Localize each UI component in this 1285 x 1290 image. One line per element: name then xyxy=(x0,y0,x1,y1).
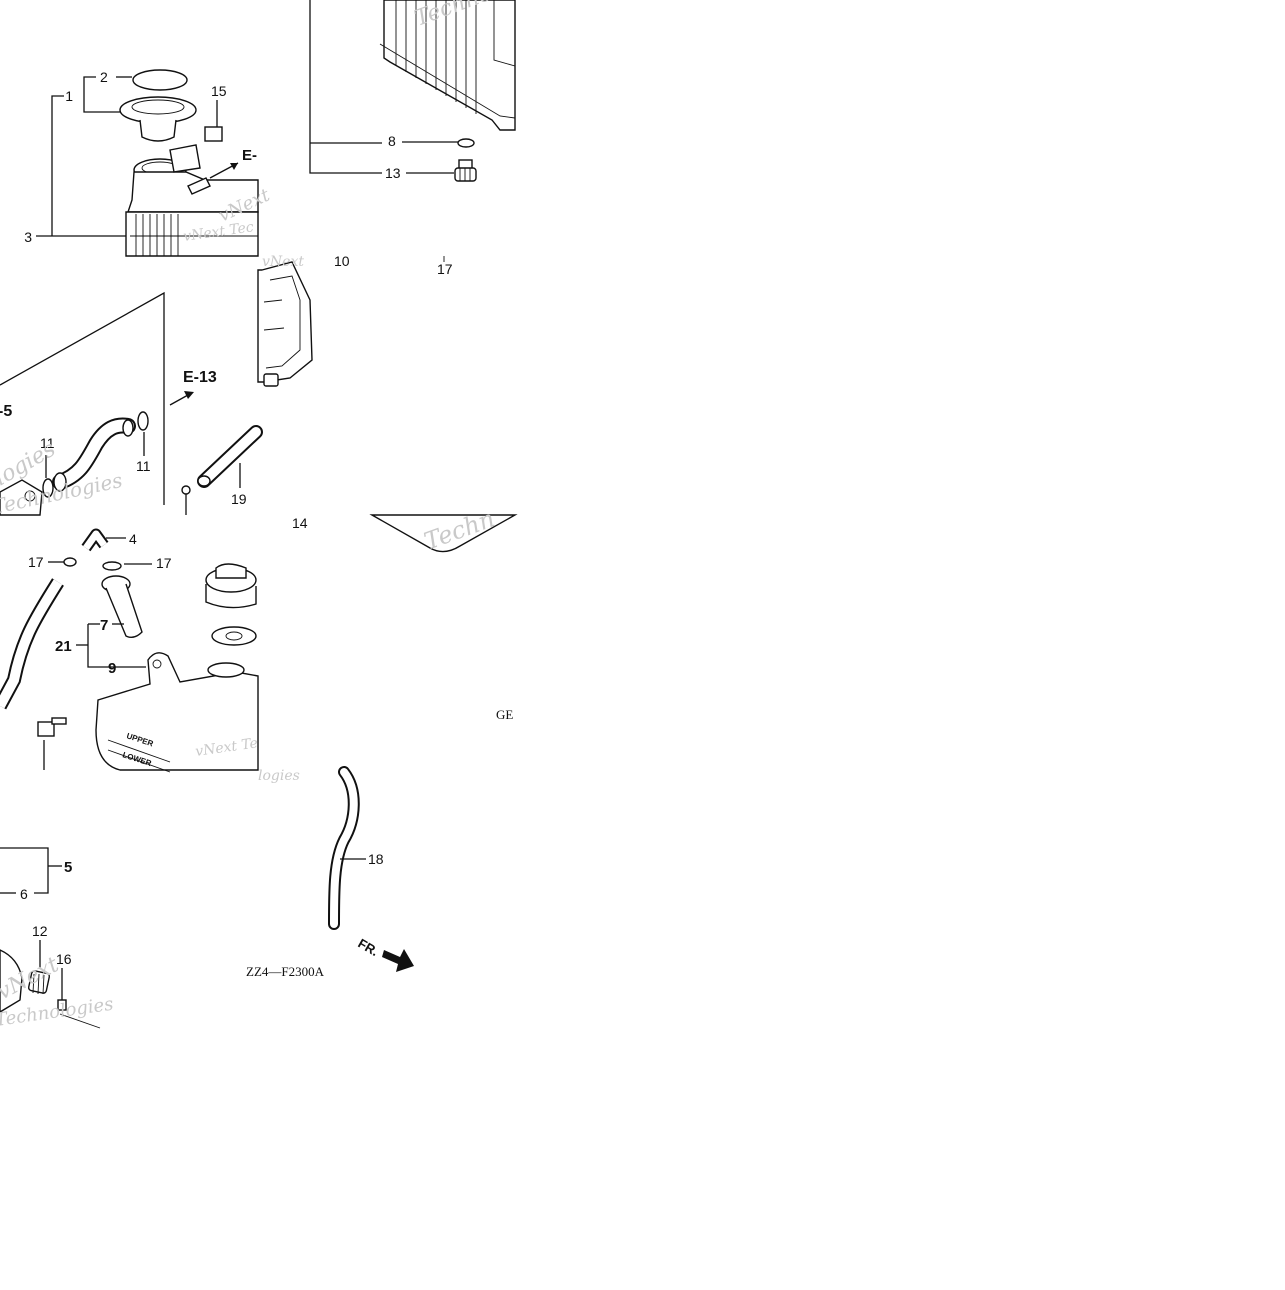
ref-e13: E-13 xyxy=(183,369,217,386)
callout-17a: 17 xyxy=(437,261,453,277)
callout-7: 7 xyxy=(100,617,108,634)
radiator-upper-tank-part-3 xyxy=(125,144,259,257)
callout-1: 1 xyxy=(65,88,73,104)
breather-tube-part-19 xyxy=(197,425,263,488)
callout-3: 3 xyxy=(24,229,32,245)
o-ring-part-11a xyxy=(42,478,54,498)
washer xyxy=(211,626,257,646)
o-ring-part-11b xyxy=(137,411,149,431)
callout-5: 5 xyxy=(64,859,72,876)
callout-21: 21 xyxy=(55,638,72,655)
overflow-tube-part-18 xyxy=(328,766,360,930)
washer-part-8 xyxy=(457,138,475,148)
tile-tank-bottom: 14 Techn xyxy=(292,504,518,556)
ref-e-top: E- xyxy=(242,147,257,164)
ref-e5: -5 xyxy=(0,403,12,420)
bolt xyxy=(37,717,67,770)
callout-4: 4 xyxy=(129,531,137,547)
reserve-tank-part-9: UPPER LOWER xyxy=(95,652,259,773)
tile-radiator-cap: 1 2 3 15 E- vNext Tec vNext xyxy=(24,69,274,257)
tile-drain-parts: 5 6 12 16 vNext Technologies xyxy=(0,847,115,1031)
callout-17b: 17 xyxy=(28,554,44,570)
callout-10: 10 xyxy=(334,253,350,269)
callout-11b: 11 xyxy=(136,458,151,474)
tank-cap-part-7 xyxy=(101,575,143,639)
radiator-cap-part-1 xyxy=(119,96,197,142)
callout-6: 6 xyxy=(20,886,28,902)
callout-2: 2 xyxy=(100,69,108,85)
radiator-core xyxy=(379,0,516,131)
callout-15: 15 xyxy=(211,83,227,99)
callout-9: 9 xyxy=(108,660,116,677)
filler-cap xyxy=(205,563,257,609)
watermark-8: logies xyxy=(258,768,300,784)
water-hose xyxy=(52,417,136,492)
tile-reserve-tank: UPPER LOWER 4 17 17 7 21 9 vNext Te xyxy=(0,528,259,773)
callout-14: 14 xyxy=(292,515,308,531)
drawing-code: ZZ4—F2300A xyxy=(246,964,325,979)
elbow-part-4 xyxy=(81,528,109,552)
callout-13: 13 xyxy=(385,165,401,181)
screw-part-16 xyxy=(57,968,67,1011)
drawing-ge-label: GE xyxy=(496,707,513,722)
watermark-7: Techn xyxy=(420,504,498,555)
plug-part-12 xyxy=(27,970,51,995)
clip-small xyxy=(181,485,191,495)
clip-part-15 xyxy=(204,126,223,142)
tile-radiator-core: 8 13 Techno xyxy=(309,0,516,182)
o-ring-part-2 xyxy=(132,69,188,91)
tile-hoses: 11 11 19 E-13 -5 logies Technologies xyxy=(0,291,263,519)
tile-overflow-tube: 18 FR. ZZ4—F2300A logies xyxy=(246,766,414,979)
callout-19: 19 xyxy=(231,491,247,507)
callout-8: 8 xyxy=(388,133,396,149)
callout-17c: 17 xyxy=(156,555,172,571)
tile-shroud: 10 17 vNext xyxy=(257,253,453,387)
watermark-4: vNext xyxy=(262,254,304,270)
callout-12: 12 xyxy=(32,923,48,939)
front-arrow-icon: FR. xyxy=(356,936,414,972)
front-label: FR. xyxy=(356,936,382,959)
callout-16: 16 xyxy=(56,951,72,967)
callout-11a: 11 xyxy=(40,435,55,451)
drain-bolt-part-13 xyxy=(454,159,477,182)
callout-18: 18 xyxy=(368,851,384,867)
